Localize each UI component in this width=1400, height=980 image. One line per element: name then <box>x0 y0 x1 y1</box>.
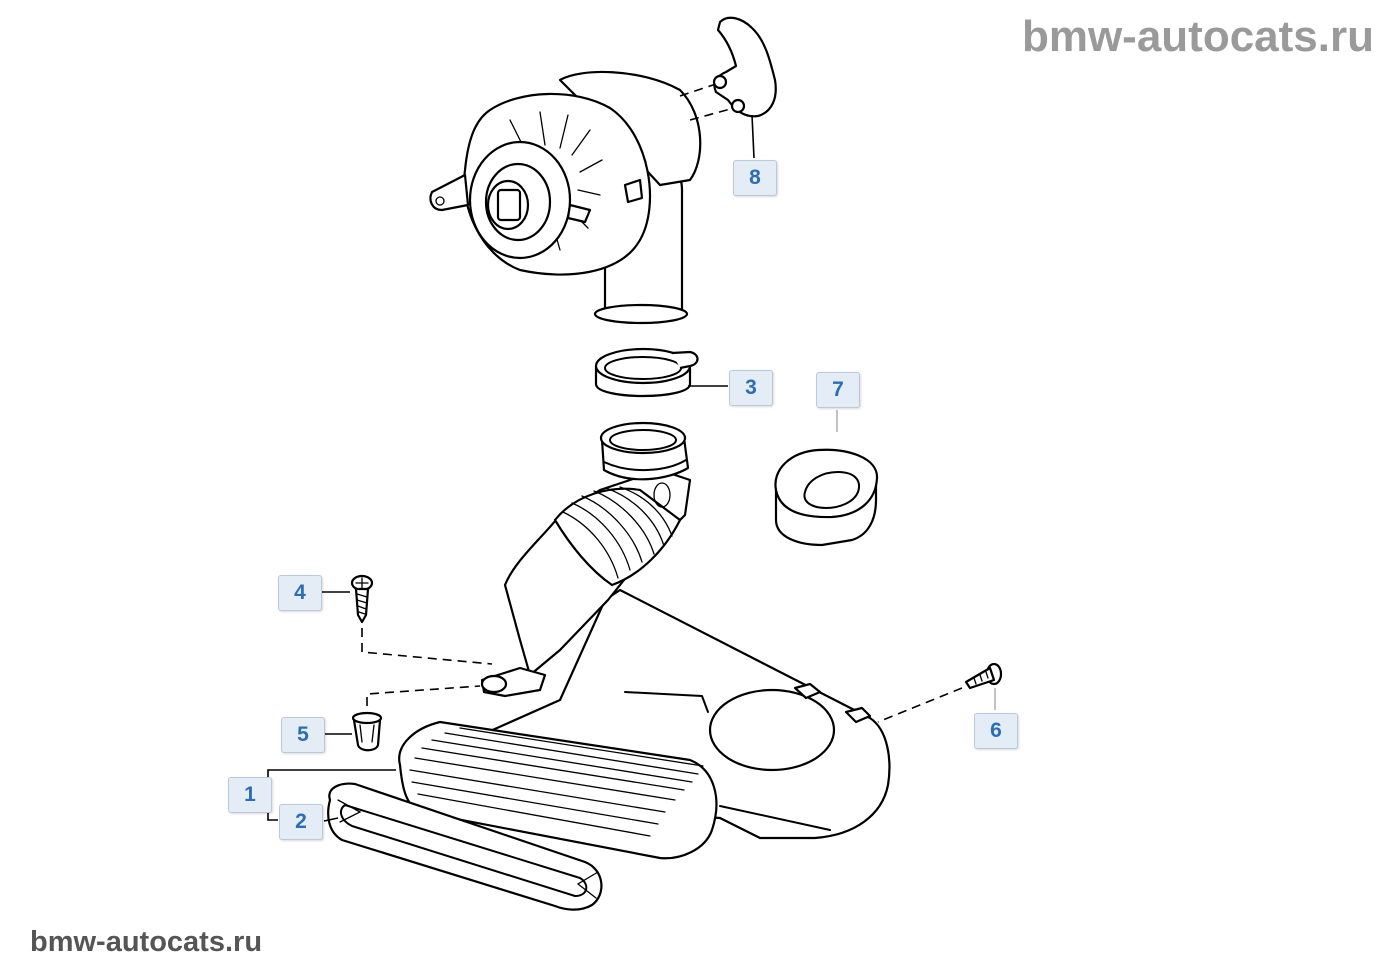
watermark-bottom: bmw-autocats.ru <box>30 926 263 958</box>
expanding-nut <box>351 685 481 752</box>
callout-8[interactable]: 8 <box>733 160 777 196</box>
callout-5[interactable]: 5 <box>281 717 325 753</box>
alternator <box>429 70 735 325</box>
callout-2[interactable]: 2 <box>279 804 323 840</box>
callout-6[interactable]: 6 <box>974 713 1018 749</box>
callout-4[interactable]: 4 <box>278 575 322 611</box>
callout-7[interactable]: 7 <box>816 372 860 408</box>
air-intake-duct <box>398 421 891 860</box>
callout-1[interactable]: 1 <box>228 777 272 813</box>
hose-clamp <box>594 347 699 398</box>
rubber-grommet <box>774 448 879 547</box>
inlet-gasket <box>327 782 603 911</box>
callout-3[interactable]: 3 <box>729 370 773 406</box>
self-tapping-screw <box>350 574 493 665</box>
mounting-bracket <box>712 16 777 118</box>
watermark-top: bmw-autocats.ru <box>1021 12 1374 61</box>
hex-screw <box>877 662 1003 723</box>
